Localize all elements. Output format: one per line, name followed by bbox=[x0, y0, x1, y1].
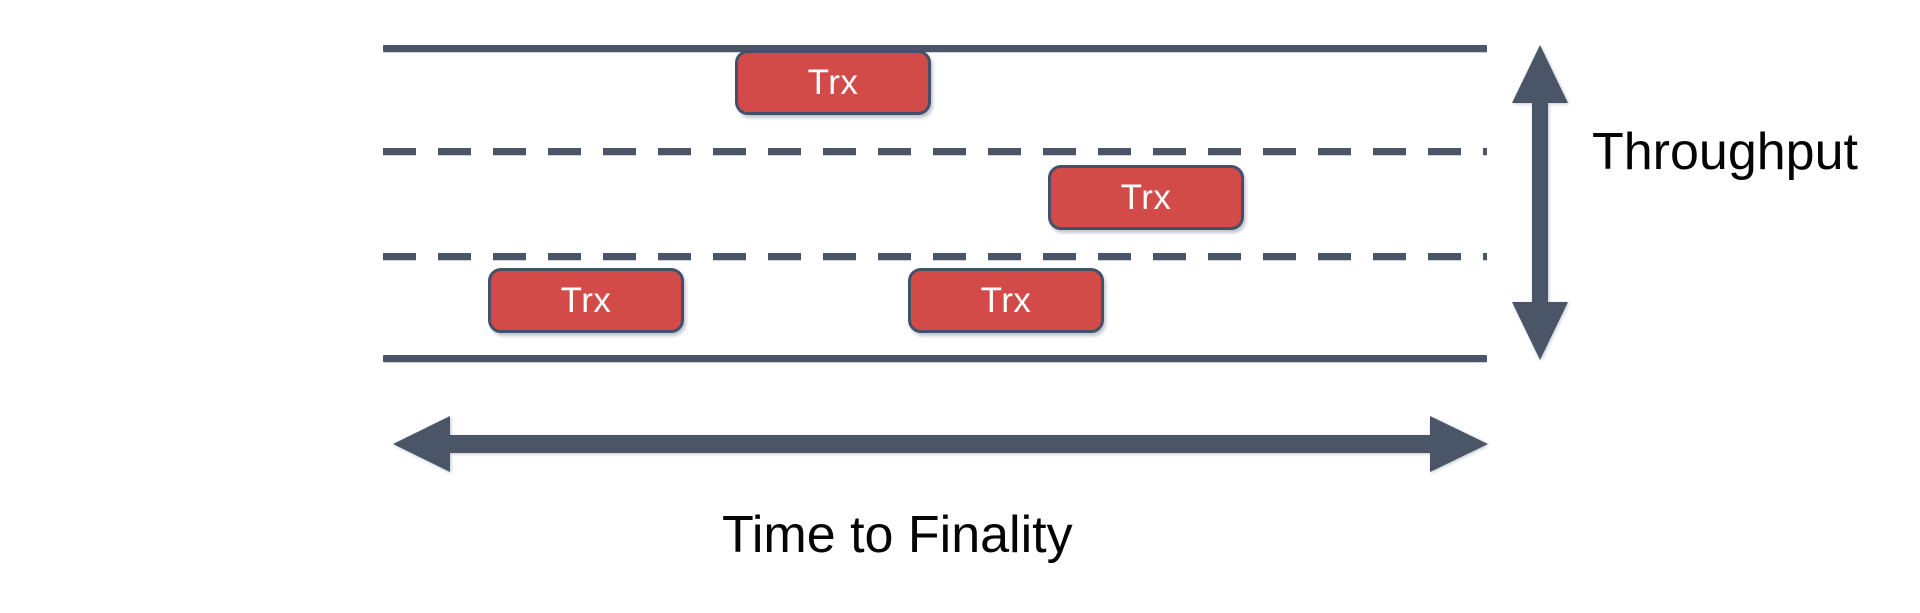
time-to-finality-double-arrow-icon bbox=[393, 416, 1488, 472]
lane-line-divider-2 bbox=[383, 253, 1487, 260]
transaction-box-label: Trx bbox=[980, 280, 1032, 320]
lane-line-bottom-boundary bbox=[383, 355, 1487, 362]
transaction-box-3[interactable]: Trx bbox=[488, 268, 684, 333]
transaction-box-2[interactable]: Trx bbox=[1048, 165, 1244, 230]
throughput-axis-label: Throughput bbox=[1592, 123, 1858, 181]
transaction-box-label: Trx bbox=[1120, 177, 1172, 217]
throughput-double-arrow-icon bbox=[1512, 45, 1568, 360]
transaction-box-4[interactable]: Trx bbox=[908, 268, 1104, 333]
time-to-finality-axis-label: Time to Finality bbox=[722, 506, 1073, 564]
lane-line-top-boundary bbox=[383, 45, 1487, 52]
lane-line-divider-1 bbox=[383, 148, 1487, 155]
transaction-box-label: Trx bbox=[807, 62, 859, 102]
transaction-box-1[interactable]: Trx bbox=[735, 50, 931, 115]
transaction-box-label: Trx bbox=[560, 280, 612, 320]
